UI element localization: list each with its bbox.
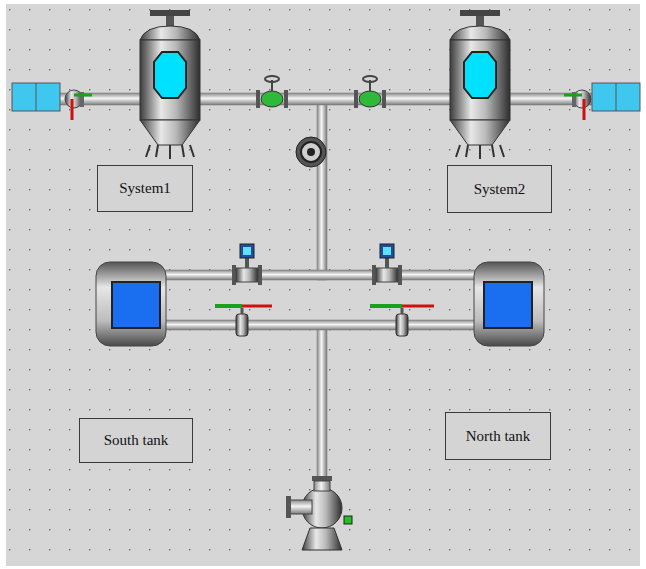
ball-valve [370, 306, 434, 336]
tank-outlet-pipe [160, 320, 480, 330]
pressure-gauge [296, 137, 326, 167]
filter-vessel [450, 10, 510, 159]
run-indicator [344, 516, 352, 524]
box-label: South tank [104, 432, 169, 449]
flow-meter [232, 244, 262, 285]
label-box: System1 [97, 165, 193, 212]
header-pipe [58, 93, 592, 105]
tank-inlet-pipe [160, 270, 480, 280]
box-label: System1 [119, 180, 171, 197]
inlet-block [12, 83, 60, 111]
tank-drum [474, 262, 544, 346]
canvas-ground [6, 4, 640, 566]
inlet-valve [65, 90, 92, 120]
inlet-valve [564, 90, 591, 120]
label-box: North tank [445, 412, 551, 460]
label-box: South tank [79, 418, 193, 463]
filter-vessel [140, 10, 200, 159]
riser-pipe [317, 105, 327, 280]
box-label: System2 [474, 181, 526, 198]
tank-drum [96, 262, 166, 346]
gate-valve [354, 76, 386, 108]
label-box: System2 [447, 165, 552, 213]
inlet-block [592, 83, 640, 111]
box-label: North tank [466, 428, 531, 445]
gate-valve [256, 76, 288, 108]
ball-valve [215, 306, 272, 336]
flow-meter [372, 244, 402, 285]
pump-suction-pipe [317, 330, 327, 478]
pump [286, 476, 342, 550]
